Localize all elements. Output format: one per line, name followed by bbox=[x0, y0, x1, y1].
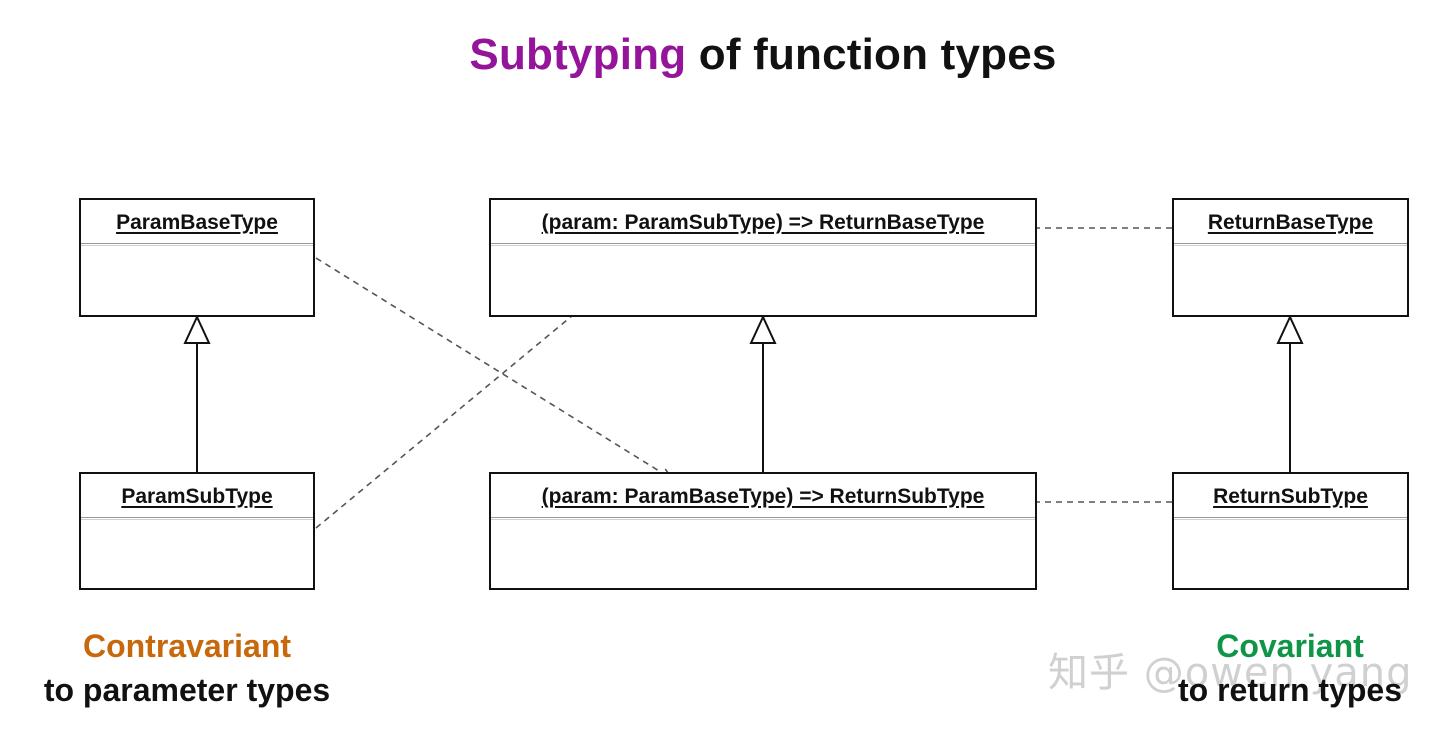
title-accent: Subtyping bbox=[469, 30, 687, 79]
class-name-return-base: ReturnBaseType bbox=[1207, 210, 1374, 234]
inheritance-triangle-param bbox=[183, 314, 211, 344]
class-box-header: ReturnSubType bbox=[1174, 474, 1407, 518]
inheritance-triangle-function bbox=[749, 314, 777, 344]
class-name-return-sub: ReturnSubType bbox=[1213, 484, 1368, 508]
class-box-header: ParamSubType bbox=[81, 474, 313, 518]
class-box-header: ReturnBaseType bbox=[1174, 200, 1407, 244]
caption-contravariant-sub: to parameter types bbox=[43, 672, 331, 708]
class-box-header: (param: ParamSubType) => ReturnBaseType bbox=[491, 200, 1035, 244]
inheritance-triangle-return bbox=[1276, 314, 1304, 344]
class-name-function-top: (param: ParamSubType) => ReturnBaseType bbox=[541, 210, 985, 234]
class-box-function-top: (param: ParamSubType) => ReturnBaseType bbox=[489, 198, 1037, 317]
class-box-function-bottom: (param: ParamBaseType) => ReturnSubType bbox=[489, 472, 1037, 590]
caption-contravariant-head: Contravariant bbox=[82, 628, 292, 664]
caption-covariant-head: Covariant bbox=[1216, 628, 1364, 664]
class-box-param-base: ParamBaseType bbox=[79, 198, 315, 317]
watermark: 知乎 @owen yang bbox=[1048, 650, 1413, 696]
caption-covariant: Covariant to return types bbox=[1150, 624, 1430, 712]
dependency-param-base-to-bottom-function bbox=[315, 257, 674, 481]
class-box-param-sub: ParamSubType bbox=[79, 472, 315, 590]
caption-covariant-sub: to return types bbox=[1177, 672, 1403, 708]
class-name-function-bottom: (param: ParamBaseType) => ReturnSubType bbox=[541, 484, 985, 508]
class-box-header: ParamBaseType bbox=[81, 200, 313, 244]
class-name-param-base: ParamBaseType bbox=[116, 210, 278, 234]
caption-contravariant: Contravariant to parameter types bbox=[12, 624, 362, 712]
class-box-header: (param: ParamBaseType) => ReturnSubType bbox=[491, 474, 1035, 518]
class-box-return-sub: ReturnSubType bbox=[1172, 472, 1409, 590]
title-rest: of function types bbox=[686, 30, 1057, 79]
class-name-param-sub: ParamSubType bbox=[121, 484, 273, 508]
diagram-title: Subtyping of function types bbox=[0, 30, 1440, 80]
class-box-return-base: ReturnBaseType bbox=[1172, 198, 1409, 317]
